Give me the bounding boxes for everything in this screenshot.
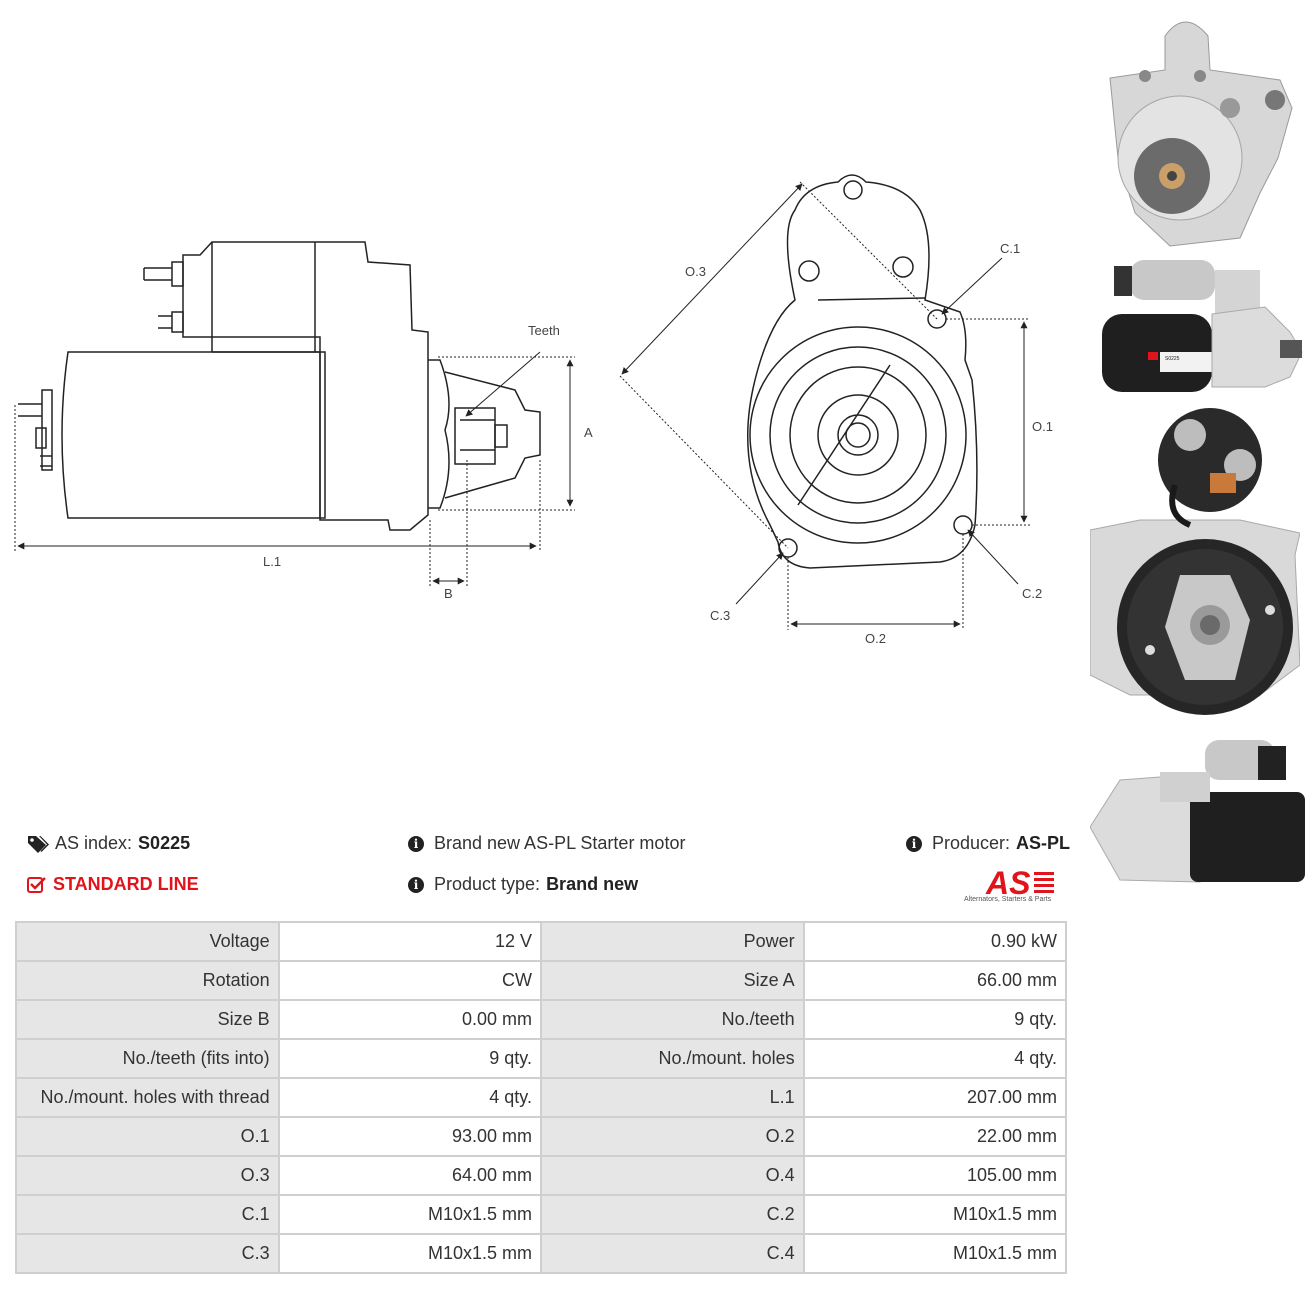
spec-value: M10x1.5 mm	[277, 1233, 542, 1274]
label-l1: L.1	[263, 554, 281, 569]
producer-label: Producer:	[932, 833, 1011, 853]
product-photo-side-2	[1090, 740, 1305, 883]
description-text: Brand new AS-PL Starter motor	[434, 833, 686, 853]
spec-label: No./mount. holes	[539, 1038, 805, 1079]
spec-value: 66.00 mm	[802, 960, 1068, 1001]
check-square-icon	[27, 876, 46, 893]
logo-subtitle: Alternators, Starters & Parts	[964, 896, 1052, 903]
spec-value: 93.00 mm	[277, 1116, 542, 1157]
product-description: i Brand new AS-PL Starter motor	[408, 833, 685, 854]
table-row: No./mount. holes with thread 4 qty. L.1 …	[15, 1077, 1068, 1118]
table-row: No./teeth (fits into) 9 qty. No./mount. …	[15, 1038, 1068, 1079]
spec-value: 64.00 mm	[277, 1155, 542, 1196]
label-c3: C.3	[710, 608, 730, 623]
spec-label: Size A	[539, 960, 805, 1001]
standard-line-text: STANDARD LINE	[53, 874, 199, 894]
spec-value: M10x1.5 mm	[802, 1194, 1068, 1235]
spec-label: O.3	[15, 1155, 280, 1196]
table-row: O.1 93.00 mm O.2 22.00 mm	[15, 1116, 1068, 1157]
spec-value: 9 qty.	[277, 1038, 542, 1079]
product-type-value: Brand new	[546, 874, 639, 894]
tags-icon	[28, 835, 49, 853]
side-view	[18, 241, 541, 531]
label-c1: C.1	[1000, 241, 1020, 256]
info-icon: i	[408, 876, 424, 893]
spec-value: 0.00 mm	[277, 999, 542, 1040]
spec-value: 0.90 kW	[802, 921, 1068, 962]
spec-label: O.2	[539, 1116, 805, 1157]
spec-value: M10x1.5 mm	[277, 1194, 542, 1235]
spec-label: No./mount. holes with thread	[15, 1077, 280, 1118]
spec-label: C.4	[539, 1233, 805, 1274]
spec-label: L.1	[539, 1077, 805, 1118]
spec-label: C.1	[15, 1194, 280, 1235]
spec-label: Rotation	[15, 960, 280, 1001]
label-b: B	[444, 586, 453, 601]
spec-value: CW	[277, 960, 542, 1001]
product-photo-front	[1109, 21, 1293, 247]
standard-line: STANDARD LINE	[27, 874, 199, 895]
spec-value: 4 qty.	[277, 1077, 542, 1118]
front-view	[747, 174, 978, 569]
spec-value: 207.00 mm	[802, 1077, 1068, 1118]
table-row: O.3 64.00 mm O.4 105.00 mm	[15, 1155, 1068, 1196]
as-index: AS index: S0225	[27, 833, 190, 854]
product-photo-side: S0225	[1102, 260, 1303, 392]
producer-value: AS-PL	[1016, 833, 1071, 853]
spec-label: Size B	[15, 999, 280, 1040]
table-row: C.1 M10x1.5 mm C.2 M10x1.5 mm	[15, 1194, 1068, 1235]
photo-label-text: S0225	[1165, 356, 1180, 362]
spec-value: 9 qty.	[802, 999, 1068, 1040]
label-teeth: Teeth	[528, 323, 560, 338]
table-row: C.3 M10x1.5 mm C.4 M10x1.5 mm	[15, 1233, 1068, 1274]
table-row: Voltage 12 V Power 0.90 kW	[15, 921, 1068, 962]
spec-label: C.2	[539, 1194, 805, 1235]
spec-label: O.4	[539, 1155, 805, 1196]
spec-label: Voltage	[15, 921, 280, 962]
spec-value: 4 qty.	[802, 1038, 1068, 1079]
label-o2: O.2	[865, 631, 886, 646]
logo-text: AS	[985, 866, 1031, 898]
product-photo-rear	[1090, 408, 1300, 715]
as-index-label: AS index:	[55, 833, 133, 853]
spec-value: M10x1.5 mm	[802, 1233, 1068, 1274]
info-icon: i	[408, 835, 424, 852]
as-index-value: S0225	[138, 833, 191, 853]
spec-value: 22.00 mm	[802, 1116, 1068, 1157]
spec-value: 12 V	[277, 921, 542, 962]
producer: i Producer: AS-PL	[906, 833, 1070, 854]
table-row: Size B 0.00 mm No./teeth 9 qty.	[15, 999, 1068, 1040]
as-pl-logo: AS Alternators, Starters & Parts	[964, 865, 1070, 908]
spec-label: Power	[539, 921, 805, 962]
label-c2: C.2	[1022, 586, 1042, 601]
spec-label: O.1	[15, 1116, 280, 1157]
table-row: Rotation CW Size A 66.00 mm	[15, 960, 1068, 1001]
product-type-label: Product type:	[434, 874, 541, 894]
technical-drawing: Teeth A L.1 B O.3 C.1 O.1 C.2	[14, 174, 1053, 646]
label-o1: O.1	[1032, 419, 1053, 434]
spec-value: 105.00 mm	[802, 1155, 1068, 1196]
spec-label: C.3	[15, 1233, 280, 1274]
spec-label: No./teeth (fits into)	[15, 1038, 280, 1079]
label-a: A	[584, 425, 593, 440]
info-icon: i	[906, 835, 922, 852]
front-dimensions	[619, 181, 1030, 630]
spec-label: No./teeth	[539, 999, 805, 1040]
side-dimensions	[14, 351, 575, 588]
product-photos: S0225	[1082, 0, 1316, 900]
product-type: i Product type: Brand new	[408, 874, 638, 895]
label-o3: O.3	[685, 264, 706, 279]
specs-table: Voltage 12 V Power 0.90 kW Rotation CW S…	[15, 921, 1068, 1274]
